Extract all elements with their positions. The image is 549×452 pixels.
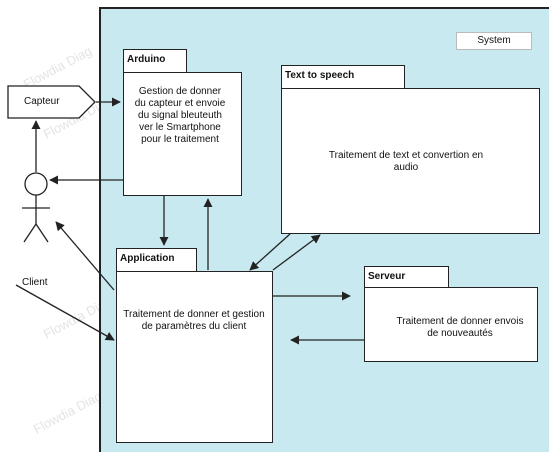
actor-label: Client: [22, 277, 48, 288]
application-tab: Application: [116, 248, 197, 272]
arrow-actor-application: [15, 284, 115, 341]
arrow-tts-application: [249, 233, 291, 271]
tts-box: [281, 88, 540, 234]
serveur-title: Serveur: [368, 271, 406, 282]
arduino-text: Gestion de donner du capteur et envoie d…: [134, 86, 226, 145]
serveur-text: Traitement de donner envois de nouveauté…: [396, 316, 524, 339]
serveur-tab: Serveur: [364, 266, 449, 288]
application-title: Application: [120, 253, 175, 264]
arrow-application-actor: [55, 221, 115, 291]
system-label: System: [456, 32, 532, 50]
arduino-box: [123, 72, 242, 196]
capteur-label: Capteur: [24, 96, 60, 107]
arduino-title: Arduino: [127, 54, 166, 65]
arrow-application-tts: [272, 234, 321, 271]
serveur-box: [364, 287, 538, 362]
tts-title: Text to speech: [285, 70, 355, 81]
application-text: Traitement de donner et gestion de param…: [123, 309, 265, 332]
application-box: [116, 271, 273, 443]
tts-text: Traitement de text et convertion en audi…: [328, 150, 484, 173]
